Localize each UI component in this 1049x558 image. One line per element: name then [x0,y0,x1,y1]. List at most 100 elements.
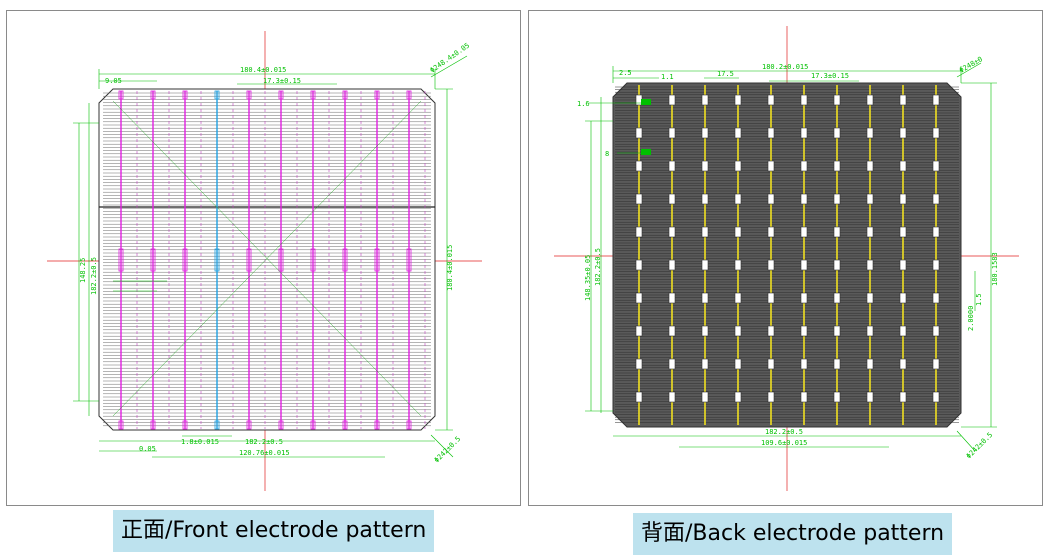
front-busbar-pad [342,420,348,430]
front-busbar-pad [342,90,348,100]
back-busbar-pad [866,193,874,205]
back-busbar-pad [635,358,643,370]
back-busbar-pad [833,391,841,403]
back-busbar-pad [734,259,742,271]
front-busbar-pad [374,90,380,100]
front-busbar-pad [310,248,316,272]
front-busbar-pad [182,248,188,272]
front-dim-bottom-pitch: 120.76±0.015 [239,449,290,457]
back-busbar-pad [932,358,940,370]
front-busbar-pad [278,420,284,430]
back-busbar-pad [866,325,874,337]
back-busbar-pad [833,226,841,238]
back-busbar-pad [668,325,676,337]
back-dim-bottom-pitch: 109.6±0.015 [761,439,807,447]
back-busbar-pad [767,391,775,403]
back-dim-height-left: 148.35±0.05 [584,255,592,301]
back-busbar-pad [800,325,808,337]
back-busbar-pad [767,160,775,172]
back-dim-pitch-a: 17.5 [717,70,734,78]
back-busbar-pad [701,193,709,205]
back-busbar-pad [668,292,676,304]
back-busbar-pad [701,94,709,106]
back-busbar-pad [833,127,841,139]
back-busbar-pad [734,193,742,205]
back-busbar-pad [899,292,907,304]
back-dim-side-b: 8 [605,150,609,158]
front-dim-pitch-left: 9.05 [105,77,122,85]
back-busbar-pad [734,226,742,238]
back-dimension-lines [585,62,997,452]
back-busbar-pad [668,391,676,403]
back-busbar-pad [932,292,940,304]
back-dim-bottom-total: 182.2±0.5 [765,428,803,436]
front-busbar-pad [278,248,284,272]
back-dim-height-left2: 182.2±0.5 [594,248,602,286]
back-busbar-pad [866,127,874,139]
back-busbar-pad [635,160,643,172]
front-busbar-pad [118,90,124,100]
back-busbar-pad [800,94,808,106]
back-busbar-pad [767,193,775,205]
back-dim-pitch-main: 17.3±0.15 [811,72,849,80]
back-busbar-pad [833,259,841,271]
front-drawing-panel: 180.4±0.015 9.05 17.3±0.15 Φ248.4±0.05 1… [6,10,521,506]
front-busbar-pad [150,420,156,430]
front-drawing: 180.4±0.015 9.05 17.3±0.15 Φ248.4±0.05 1… [47,31,482,491]
back-busbar-pad [668,160,676,172]
back-busbar-pad [833,325,841,337]
back-busbar-pad [635,292,643,304]
front-busbars [118,90,426,430]
front-busbar-pad [406,248,412,272]
back-busbar-pad [800,292,808,304]
front-busbar-pad [214,248,220,272]
back-busbar-pad [800,391,808,403]
back-dim-width-top: 180.2±0.015 [762,63,808,71]
back-busbar-pad [767,358,775,370]
back-busbar-pad [932,391,940,403]
back-busbar-pad [767,226,775,238]
back-busbar-pad [701,259,709,271]
front-dim-bottom-inner: 1.8±0.015 [181,438,219,446]
back-busbar-pad [701,358,709,370]
back-busbar-pad [734,391,742,403]
front-dim-height-left: 182.2±0.5 [90,257,98,295]
back-busbar-pad [767,325,775,337]
back-cell-outline [612,82,962,428]
back-dim-height-right: 180.1583 [991,252,999,286]
front-busbar-pad [182,90,188,100]
back-busbar-pad [668,193,676,205]
back-busbar-pad [767,259,775,271]
back-busbar-pad [833,193,841,205]
back-busbar-pad [899,160,907,172]
front-caption: 正面/Front electrode pattern [113,510,435,552]
back-busbar-pad [866,94,874,106]
back-busbar-pad [833,160,841,172]
back-busbar-pad [899,325,907,337]
back-busbar-pad [668,358,676,370]
back-busbar-pad [635,226,643,238]
back-busbar-pad [635,259,643,271]
back-busbar-pad [899,259,907,271]
front-dim-height-left2: 148.25 [79,258,87,283]
back-busbar-pad [932,325,940,337]
back-green-markers [641,99,651,155]
back-busbar-pad [668,127,676,139]
back-busbar-pad [701,160,709,172]
back-busbar-pad [800,193,808,205]
back-busbar-pad [668,94,676,106]
back-busbar-pad [866,391,874,403]
front-busbar-pad [406,420,412,430]
front-dim-chamfer-br: Φ242±0.5 [433,435,462,464]
front-dim-width-top: 180.4±0.015 [240,66,286,74]
front-busbar-pad [150,90,156,100]
back-busbar-pad [866,226,874,238]
back-busbar-pad [800,160,808,172]
back-busbar-pad [767,127,775,139]
back-busbar-pad [932,259,940,271]
back-busbar-pad [800,358,808,370]
back-busbar-pad [767,94,775,106]
back-dim-tab-b: 1.1 [661,73,674,81]
back-dim-side-small: 1.5 [975,293,983,306]
back-busbar-pad [734,127,742,139]
